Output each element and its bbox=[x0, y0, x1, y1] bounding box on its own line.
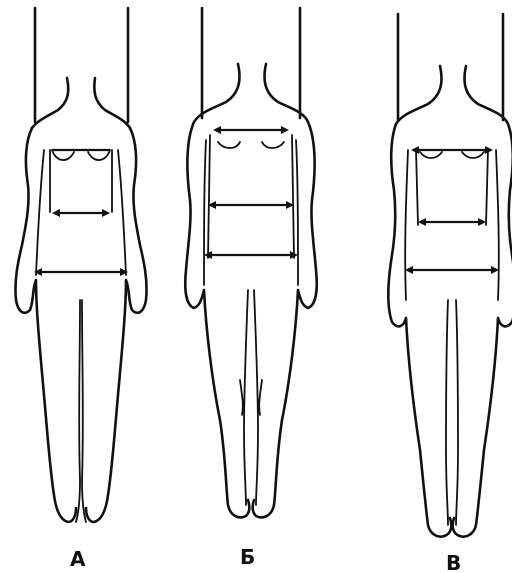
figure-c-bust-curves bbox=[420, 152, 484, 158]
figure-a-waist-arrow-left bbox=[52, 209, 60, 217]
figure-b-shoulder-arrow-left bbox=[213, 126, 221, 134]
figure-c-neck-outline bbox=[396, 66, 508, 124]
figure-b-neck-outline bbox=[194, 64, 308, 122]
figure-b-bust-curves bbox=[218, 142, 284, 148]
figure-c-torso-sides bbox=[416, 150, 488, 225]
figure-c-arm-lines bbox=[405, 150, 499, 300]
figure-c-leg-divide bbox=[446, 300, 458, 525]
figure-c-waist-arrow-right bbox=[478, 218, 486, 226]
figure-c-label: В bbox=[446, 551, 461, 573]
figure-a-waist-arrow-right bbox=[102, 209, 110, 217]
figure-a-leg-divide bbox=[76, 300, 86, 522]
figure-b: Б bbox=[185, 8, 316, 569]
figure-b-shoulder-arrow-right bbox=[281, 126, 289, 134]
figure-a-neck-outline bbox=[32, 78, 130, 128]
figure-b-leg-divide bbox=[244, 290, 258, 505]
figure-a-bust-curves bbox=[52, 150, 110, 160]
figure-c-waist-arrow-left bbox=[418, 218, 426, 226]
figure-b-knee-marks bbox=[240, 380, 262, 415]
figure-a-label: А bbox=[70, 547, 86, 571]
figure-b-label: Б bbox=[240, 545, 255, 569]
figure-b-torso-sides bbox=[208, 135, 294, 258]
figure-c-bust-arrow-left bbox=[411, 146, 419, 154]
figure-a: А bbox=[15, 8, 146, 571]
figure-a-body-outline bbox=[15, 128, 146, 522]
figure-b-arm-lines bbox=[204, 140, 298, 285]
figure-c-bust-arrow-right bbox=[485, 146, 493, 154]
figure-c: В bbox=[388, 14, 512, 573]
